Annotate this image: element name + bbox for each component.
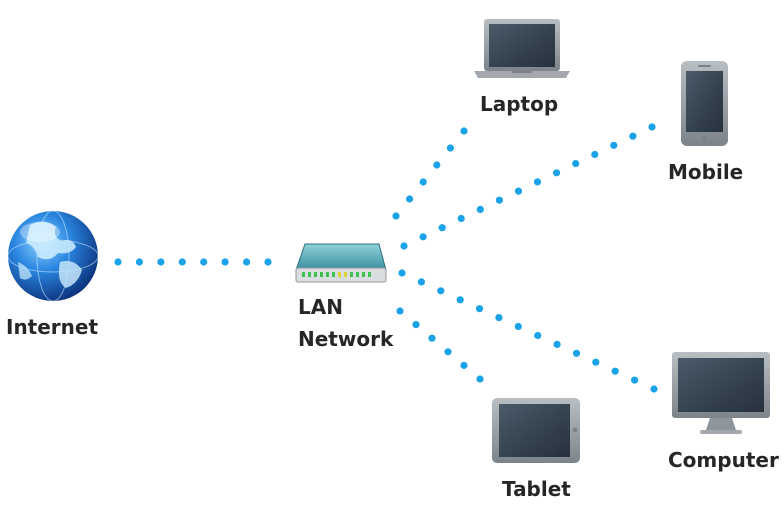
connector-dot-tablet (460, 361, 468, 369)
connector-dot-mobile (476, 205, 484, 213)
connector-dot-lan (264, 258, 272, 266)
connector-dot-lan (135, 258, 143, 266)
globe-icon[interactable] (7, 210, 99, 302)
connector-dot-computer (495, 314, 503, 322)
connector-dot-computer (514, 322, 522, 331)
tablet-icon[interactable] (492, 398, 580, 463)
connector-dot-computer (572, 349, 581, 357)
connector-dot-laptop (392, 212, 400, 220)
connector-dot-tablet (396, 307, 404, 315)
connector-dot-computer (553, 340, 561, 348)
connector-dot-computer (417, 278, 425, 286)
mobile-phone-icon[interactable] (681, 61, 728, 146)
mobile-label: Mobile (668, 160, 744, 184)
computer-label: Computer (668, 448, 779, 472)
laptop-icon[interactable] (474, 19, 570, 78)
connector-dot-mobile (553, 169, 561, 177)
connector-dot-mobile (648, 123, 656, 131)
connector-dot-mobile (419, 233, 427, 241)
connector-dot-laptop (446, 144, 454, 152)
connector-dot-lan (200, 258, 208, 266)
connector-dot-tablet (476, 375, 484, 383)
connector-dot-mobile (457, 214, 465, 223)
connector-dot-computer (631, 376, 639, 384)
connector-dot-tablet (412, 321, 420, 329)
connector-dot-mobile (533, 178, 542, 186)
connector-dot-computer (475, 305, 484, 313)
connector-dot-mobile (400, 242, 408, 250)
connector-dot-laptop (406, 195, 414, 203)
lan-label-line2: Network (298, 327, 394, 351)
connector-dot-laptop (433, 161, 441, 169)
lan-label-line1: LAN (298, 295, 343, 319)
connector-dot-computer (611, 367, 619, 375)
connector-dot-laptop (460, 127, 468, 135)
connector-dot-lan (243, 258, 251, 266)
connector-dot-mobile (610, 141, 618, 149)
connector-dot-computer (534, 331, 542, 340)
connector-dot-lan (221, 258, 229, 266)
connector-dot-mobile (591, 150, 599, 159)
connector-dot-computer (650, 385, 658, 393)
connector-dot-lan (178, 258, 186, 266)
connector-dot-mobile (438, 224, 446, 232)
laptop-label: Laptop (480, 92, 559, 116)
connector-dot-mobile (629, 132, 637, 140)
connector-dot-mobile (514, 187, 523, 195)
connector-dot-tablet (428, 334, 436, 342)
connector-dot-tablet (444, 348, 452, 356)
connector-dot-computer (398, 269, 406, 277)
connector-lines (114, 123, 658, 393)
internet-label: Internet (6, 315, 99, 339)
desktop-monitor-icon[interactable] (672, 352, 770, 434)
connector-dot-mobile (495, 196, 503, 204)
tablet-label: Tablet (502, 477, 571, 501)
connector-dot-lan (114, 258, 122, 266)
connector-dot-mobile (572, 160, 580, 168)
router-icon[interactable] (295, 243, 387, 283)
connector-dot-computer (592, 358, 600, 366)
connector-dot-computer (437, 287, 445, 295)
connector-dot-laptop (419, 178, 427, 186)
connector-dot-lan (157, 258, 165, 266)
connector-dot-computer (456, 296, 464, 304)
